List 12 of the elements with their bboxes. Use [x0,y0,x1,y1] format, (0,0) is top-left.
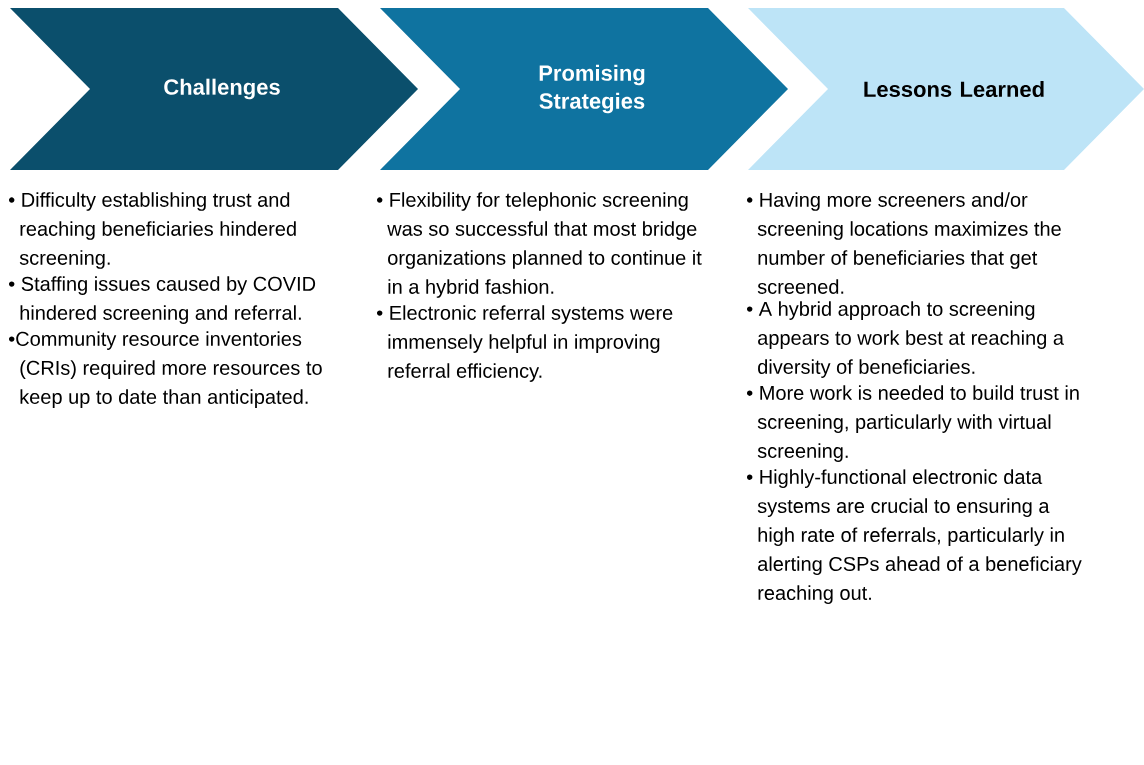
bullet-text: • Electronic referral systems were immensely helpful in improving referral efficiency. [377,305,673,382]
step-banner: Challenges [10,8,418,170]
bullet-text: • More work is needed to build trust in screening, particularly with virtual screening. [747,385,1079,462]
bullet-text: • A hybrid approach to screening appears to work best at reaching a diversity of beneficiaries. [747,301,1064,378]
bullet-text: • Difficulty establishing trust and reaching beneficiaries hindered screening. [9,192,296,269]
bullet-text: • Having more screeners and/or screening locations maximizes the number of beneficiaries that get screened. [747,192,1061,294]
bullet-text: •Community resource inventories (CRIs) required more resources to keep up to date than anticipated. [9,331,322,408]
step-banner: Promising Strategies [380,8,788,170]
bullet-text: • Highly-functional electronic data systems are crucial to ensuring a high rate of referrals, particularly in alerting CSPs ahead of a beneficiary reaching out. [747,469,1082,604]
bullet-text: • Staffing issues caused by COVID hindered screening and referral. [9,276,316,324]
step-banner: Lessons Learned [748,8,1144,170]
bullet-text: • Flexibility for telephonic screening was so successful that most bridge organizations planned to continue it in a hybrid fashion. [377,192,702,298]
